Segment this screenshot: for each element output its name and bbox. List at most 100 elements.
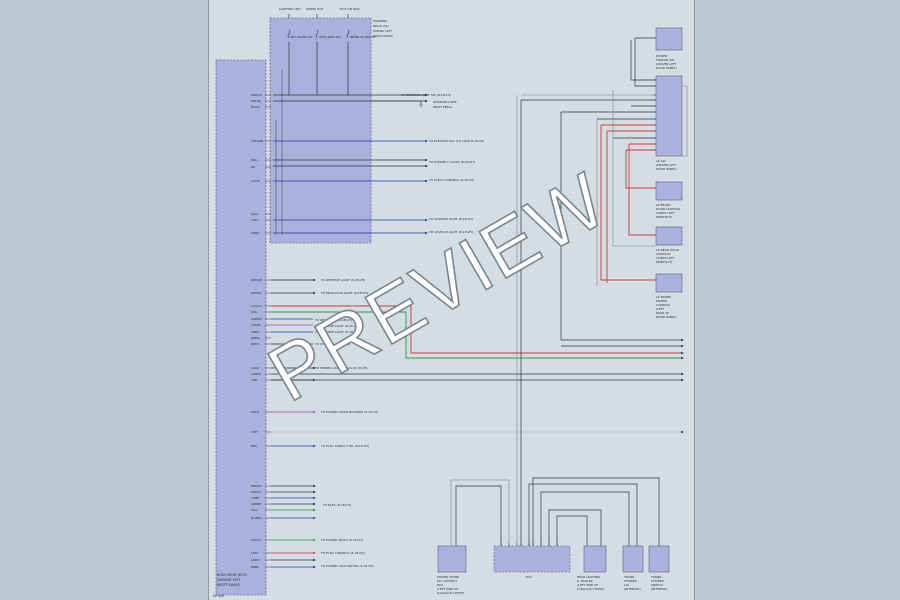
ecu-pin-label: RLLBKL [251, 516, 262, 520]
red-wire [600, 125, 656, 281]
striker-lid-label-1: TRUNK [623, 575, 635, 579]
ecu-pin-label: LRMP [251, 496, 259, 500]
ecu-pin-label: LRRBP [251, 502, 261, 506]
fuse-top-label-2: ATEMS HOT [306, 7, 324, 11]
wire-arrow [425, 231, 428, 235]
relay-label-2: RELAY (W/ [373, 24, 389, 28]
ecu-pin-label: RLSW [251, 105, 260, 109]
ecu-pin-label: LFLY [251, 508, 258, 512]
wire-arrow [313, 484, 316, 488]
trunk-ecu-label-4: (LEFT SIDE OF [437, 587, 459, 591]
lrfd-label-1: LR FRONT [656, 203, 671, 207]
trunk-ecu-label-3: ECU [437, 583, 443, 587]
mirror-sw-label-4: DOOR PANEL) [656, 66, 677, 70]
rear-lighting-module [583, 545, 607, 573]
wire-arrow [425, 164, 428, 168]
wire-dest-rrto: TO POWER LOCKS BUS/PWR (8-18-VH) [320, 410, 378, 414]
ecu-pin-label: LLC/R [251, 179, 260, 183]
ecu-label-3: RKSTP DASH) [217, 583, 240, 587]
wire-arrow [313, 490, 316, 494]
ecu-pin-label: LRRDM [251, 317, 262, 321]
fuse-text-1: SNT RGND 10A [290, 35, 314, 39]
dark-wire [634, 38, 656, 87]
fuse-f29-symbol [315, 29, 319, 39]
sheet-reference: SP-6/8 [213, 594, 224, 598]
lamp-symbol [419, 103, 423, 107]
edge-arrow [681, 378, 684, 382]
edge-arrow [681, 430, 684, 434]
wire-arrow [425, 179, 428, 183]
ecu-pin-label: LRSTB [251, 323, 261, 327]
lrfp-label-3: CONTROL [656, 303, 671, 307]
ecu-pin-label: LKTS [251, 551, 258, 555]
wire-arrow [425, 139, 428, 143]
edge-arrow [681, 338, 684, 342]
relay-label-4: RKSTP DASH) [373, 34, 393, 38]
ecu-pin-label: RRLI [251, 158, 258, 162]
lrfp-label-6: DOOR PANEL) [656, 315, 677, 319]
edge-arrow [681, 351, 684, 355]
lrfd-label-3: (TABLE LEFT [656, 211, 675, 215]
red-wire [625, 150, 656, 189]
ecu-pin-label: LLCLK1 [251, 304, 262, 308]
bottom-ecu-label: ECU [526, 575, 532, 579]
lr-front-power-control [655, 273, 683, 293]
relay-label-3: WIRING LEFT [373, 29, 393, 33]
edge-arrow [681, 344, 684, 348]
edge-arrow [681, 372, 684, 376]
green-run-wire [271, 311, 681, 359]
bottom-wire [528, 483, 638, 546]
ecu-pin-label: RR [251, 165, 255, 169]
wire-arrow [313, 291, 316, 295]
ecu-pin-label: RRTO [251, 410, 260, 414]
bottom-wire [450, 479, 510, 546]
striker-sw-label-1: TRUNK [650, 575, 662, 579]
wire-dest-lkts: TO ELEC CONTROL (8-18-VH) [320, 551, 365, 555]
striker-sw-label-2: STRIKER [651, 579, 664, 583]
wire-arrow [313, 538, 316, 542]
ecu-pin-label: LMPG [251, 330, 260, 334]
lr-front-door-control [655, 181, 683, 201]
gray-wire [682, 85, 688, 157]
wire-dest-rrkrd: TO ELEC (8-18-VH) [322, 503, 351, 507]
ecu-pin-label: RRTD [251, 342, 260, 346]
wire-dest-l2: TO REVERSE LIGHT (8-18-VH) [314, 324, 359, 328]
splice-label-2: (DRIVER LEFT [656, 163, 677, 167]
wire-dest-lrlo: TO ADVISOR LIGHT (8-18-VH) [428, 217, 473, 221]
ecu-pin-label: LRKT [251, 218, 258, 222]
ecu-label-2: (BEHIND LEFT [217, 578, 241, 582]
wire-arrow [313, 558, 316, 562]
trunk-ecu-label-5: LUGGAGE COMPT) [437, 591, 464, 595]
wiring-diagram: RRHDKRRLSPRLSWLFRAMBRRLIRRLLC/RLRLOLRKTR… [213, 7, 688, 598]
ecu-pin-label: RRHDL [251, 490, 262, 494]
ecu-pin-label: RRKD [251, 231, 260, 235]
bottom-wire [548, 509, 602, 546]
wire-dest-l3: TO REVERSE LIGHT (8-18-VH) [314, 330, 359, 334]
wire-arrow [313, 496, 316, 500]
edge-arrow [681, 356, 684, 360]
wire-dest-lrmv: TO POWER LOCK MOTOR (8-18-VH) [320, 564, 374, 568]
lrfd-label-2: DOOR CONTROL [656, 207, 681, 211]
ecu-pin-label: RBRV [251, 565, 260, 569]
dark-wire [630, 40, 656, 81]
wire-arrow [425, 93, 428, 97]
ecu-pin-label: RRHDP [251, 278, 262, 282]
wire-dest-lmpg: TO CONTROL (8-18-VH) [314, 342, 350, 346]
wire-arrow [313, 551, 316, 555]
wire-dest-lframb: TO ELECTRIC RLY (TO LOCK B-18-VH) [428, 139, 484, 143]
striker-lid-label-4: (INTERIOR) [624, 587, 641, 591]
bottom-wire [556, 515, 588, 546]
wire-dest-rrkd: TO ADVISOR LIGHT (8-18-VH) [428, 230, 473, 234]
wire-arrow [313, 516, 316, 520]
fuse-top-label-3: HOT ON RUN [340, 7, 360, 11]
rear-light-label-3: (LEFT SIDE OF [577, 583, 599, 587]
ecu-label-1: BODY RCVR (ECU) [217, 573, 248, 577]
wire-dest-l1: TO REVERSE L (8-18-VH) [314, 318, 352, 322]
gray-wire [612, 90, 656, 247]
wire-dest-interior-lamp: INTERIOR LAMP [433, 100, 457, 104]
wire-dest-lmcls: TO POWER SEATS (8-18-VH) [320, 538, 363, 542]
wire-arrow [313, 502, 316, 506]
wire-harness [271, 37, 688, 569]
ecu-pin-label: LDHDT [251, 372, 262, 376]
